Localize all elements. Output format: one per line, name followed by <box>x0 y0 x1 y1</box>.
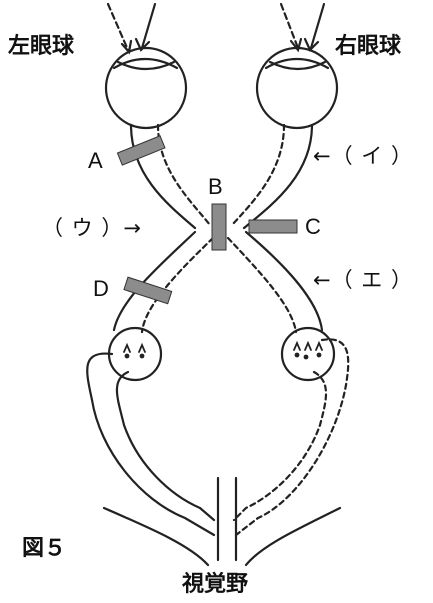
label-C: C <box>305 214 321 239</box>
visual-cortex-walls <box>102 476 342 567</box>
right-optic-tract <box>226 230 324 334</box>
label-e: ←（ エ ） <box>313 268 413 292</box>
left-optic-nerve <box>129 123 212 230</box>
light-rays-right <box>279 2 326 53</box>
figure-label: 図５ <box>22 536 67 561</box>
right-eye-label: 右眼球 <box>335 34 402 59</box>
cut-bar-D <box>123 276 173 305</box>
right-lgn <box>280 326 336 382</box>
label-B: B <box>208 174 223 199</box>
cut-bar-B <box>211 203 227 251</box>
right-optic-nerve <box>230 123 314 230</box>
label-u: （ ウ ）→ <box>42 216 142 240</box>
cut-bar-C <box>248 219 298 234</box>
visual-cortex-label: 視覚野 <box>182 572 249 597</box>
label-D: D <box>93 276 109 301</box>
left-eyeball <box>104 46 188 130</box>
label-i: ←（ イ ） <box>313 144 413 168</box>
right-eyeball <box>255 46 339 130</box>
left-eye-label: 左眼球 <box>8 34 75 59</box>
label-A: A <box>88 148 103 173</box>
cut-bar-A <box>116 135 166 166</box>
right-optic-radiation <box>232 338 350 537</box>
left-lgn <box>107 326 163 382</box>
left-optic-radiation <box>86 352 216 537</box>
light-rays-left <box>106 2 157 55</box>
